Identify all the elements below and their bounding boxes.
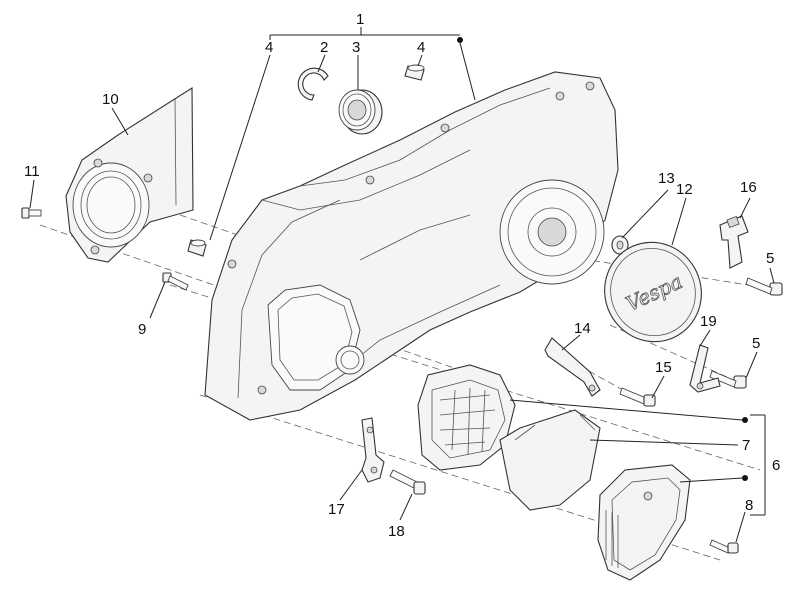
screw-11: [21, 207, 42, 219]
bracket-19: [689, 344, 721, 393]
bolt-5-lower: [709, 370, 747, 389]
callout-10: 10: [102, 91, 119, 108]
heat-shield-plate: [65, 87, 194, 263]
nut-13: [611, 235, 629, 255]
screw-9: [162, 272, 189, 291]
callout-19: 19: [700, 313, 717, 330]
callout-7: 7: [742, 437, 750, 454]
dowel-pin-4-left: [187, 239, 207, 257]
callout-15: 15: [655, 359, 672, 376]
bolt-15: [619, 387, 656, 407]
bracket-16: [719, 215, 749, 269]
screw-8: [709, 539, 739, 554]
callout-5-lower: 5: [752, 335, 760, 352]
intake-housing: [417, 364, 516, 471]
crankcase-cover: [204, 71, 619, 421]
callout-11: 11: [24, 163, 40, 180]
callout-12: 12: [676, 181, 693, 198]
callout-13: 13: [658, 170, 675, 187]
callout-8: 8: [745, 497, 753, 514]
dowel-pin-4-right: [404, 64, 425, 81]
bolt-18: [389, 469, 426, 495]
callout-18: 18: [388, 523, 405, 540]
callouts: 1 4 2 3 4 10 11 9 13 12 16 5 14 19 5 15 …: [24, 11, 780, 540]
callout-4-left: 4: [265, 39, 273, 56]
bolt-5-upper: [745, 277, 783, 296]
intake-front-cover: [597, 464, 691, 581]
callout-16: 16: [740, 179, 757, 196]
bracket-14: [544, 337, 601, 397]
callout-17: 17: [328, 501, 345, 518]
callout-5-upper: 5: [766, 250, 774, 267]
bearing-3: [338, 89, 383, 135]
callout-14: 14: [574, 320, 591, 337]
filter-element-7: [499, 409, 601, 511]
circlip-2: [297, 67, 329, 101]
callout-6: 6: [772, 457, 780, 474]
callout-4-right: 4: [417, 39, 425, 56]
bracket-17: [361, 417, 385, 483]
callout-3: 3: [352, 39, 360, 56]
callout-9: 9: [138, 321, 146, 338]
callout-2: 2: [320, 39, 328, 56]
leader-lines: [29, 27, 775, 543]
callout-1: 1: [356, 11, 364, 28]
logo-cover-12: Vespa: [604, 241, 702, 343]
